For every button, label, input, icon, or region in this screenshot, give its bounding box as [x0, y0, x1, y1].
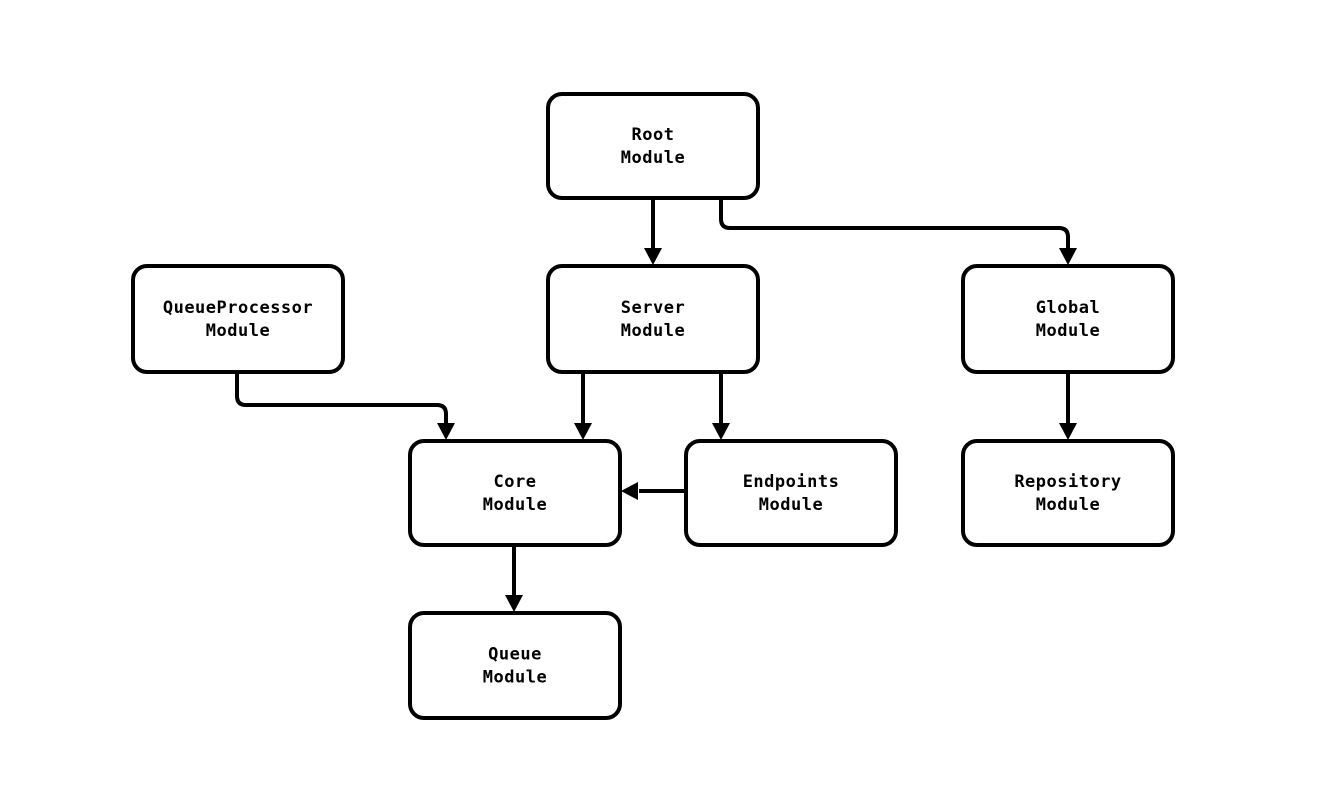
node-box[interactable] — [546, 264, 760, 374]
edge-arrowhead — [644, 248, 662, 265]
edge-root-to-server — [644, 198, 662, 265]
edge-arrowhead — [1059, 423, 1077, 440]
edges-layer — [235, 198, 1077, 612]
edge-core-to-queue — [505, 545, 523, 612]
edge-arrowhead — [437, 423, 455, 440]
node-label-primary: Queue — [488, 645, 542, 665]
node-label-primary: QueueProcessor — [163, 298, 313, 318]
edge-line — [235, 372, 448, 423]
edge-arrowhead — [621, 482, 638, 500]
node-label-secondary: Module — [621, 148, 685, 168]
node-label-secondary: Module — [483, 668, 547, 688]
edge-global-to-repository — [1059, 372, 1077, 440]
node-box[interactable] — [961, 264, 1175, 374]
edge-arrowhead — [574, 423, 592, 440]
node-label-secondary: Module — [621, 321, 685, 341]
node-label-primary: Global — [1036, 298, 1100, 318]
node-label-primary: Server — [621, 298, 685, 318]
edge-arrowhead — [712, 423, 730, 440]
edge-server-to-core — [574, 372, 592, 440]
node-label-primary: Endpoints — [743, 472, 840, 492]
node-label-primary: Repository — [1014, 472, 1121, 492]
node-box[interactable] — [408, 611, 622, 720]
edge-endpoints-to-core — [621, 482, 686, 500]
node-label-secondary: Module — [206, 321, 270, 341]
node-label-primary: Root — [632, 125, 675, 145]
edge-arrowhead — [505, 595, 523, 612]
edge-line — [719, 198, 1070, 248]
node-label-secondary: Module — [483, 495, 547, 515]
node-box[interactable] — [546, 92, 760, 200]
node-label-secondary: Module — [759, 495, 823, 515]
node-box[interactable] — [408, 439, 622, 547]
node-box[interactable] — [961, 439, 1175, 547]
node-label-primary: Core — [494, 472, 537, 492]
node-box[interactable] — [684, 439, 898, 547]
edge-queueprocessor-to-core — [235, 372, 455, 440]
node-label-secondary: Module — [1036, 495, 1100, 515]
nodes-layer: RootModuleQueueProcessorModuleServerModu… — [131, 92, 1175, 720]
node-label-secondary: Module — [1036, 321, 1100, 341]
edge-arrowhead — [1059, 248, 1077, 265]
edge-server-to-endpoints — [712, 372, 730, 440]
node-box[interactable] — [131, 264, 345, 374]
edge-root-to-global — [719, 198, 1077, 265]
